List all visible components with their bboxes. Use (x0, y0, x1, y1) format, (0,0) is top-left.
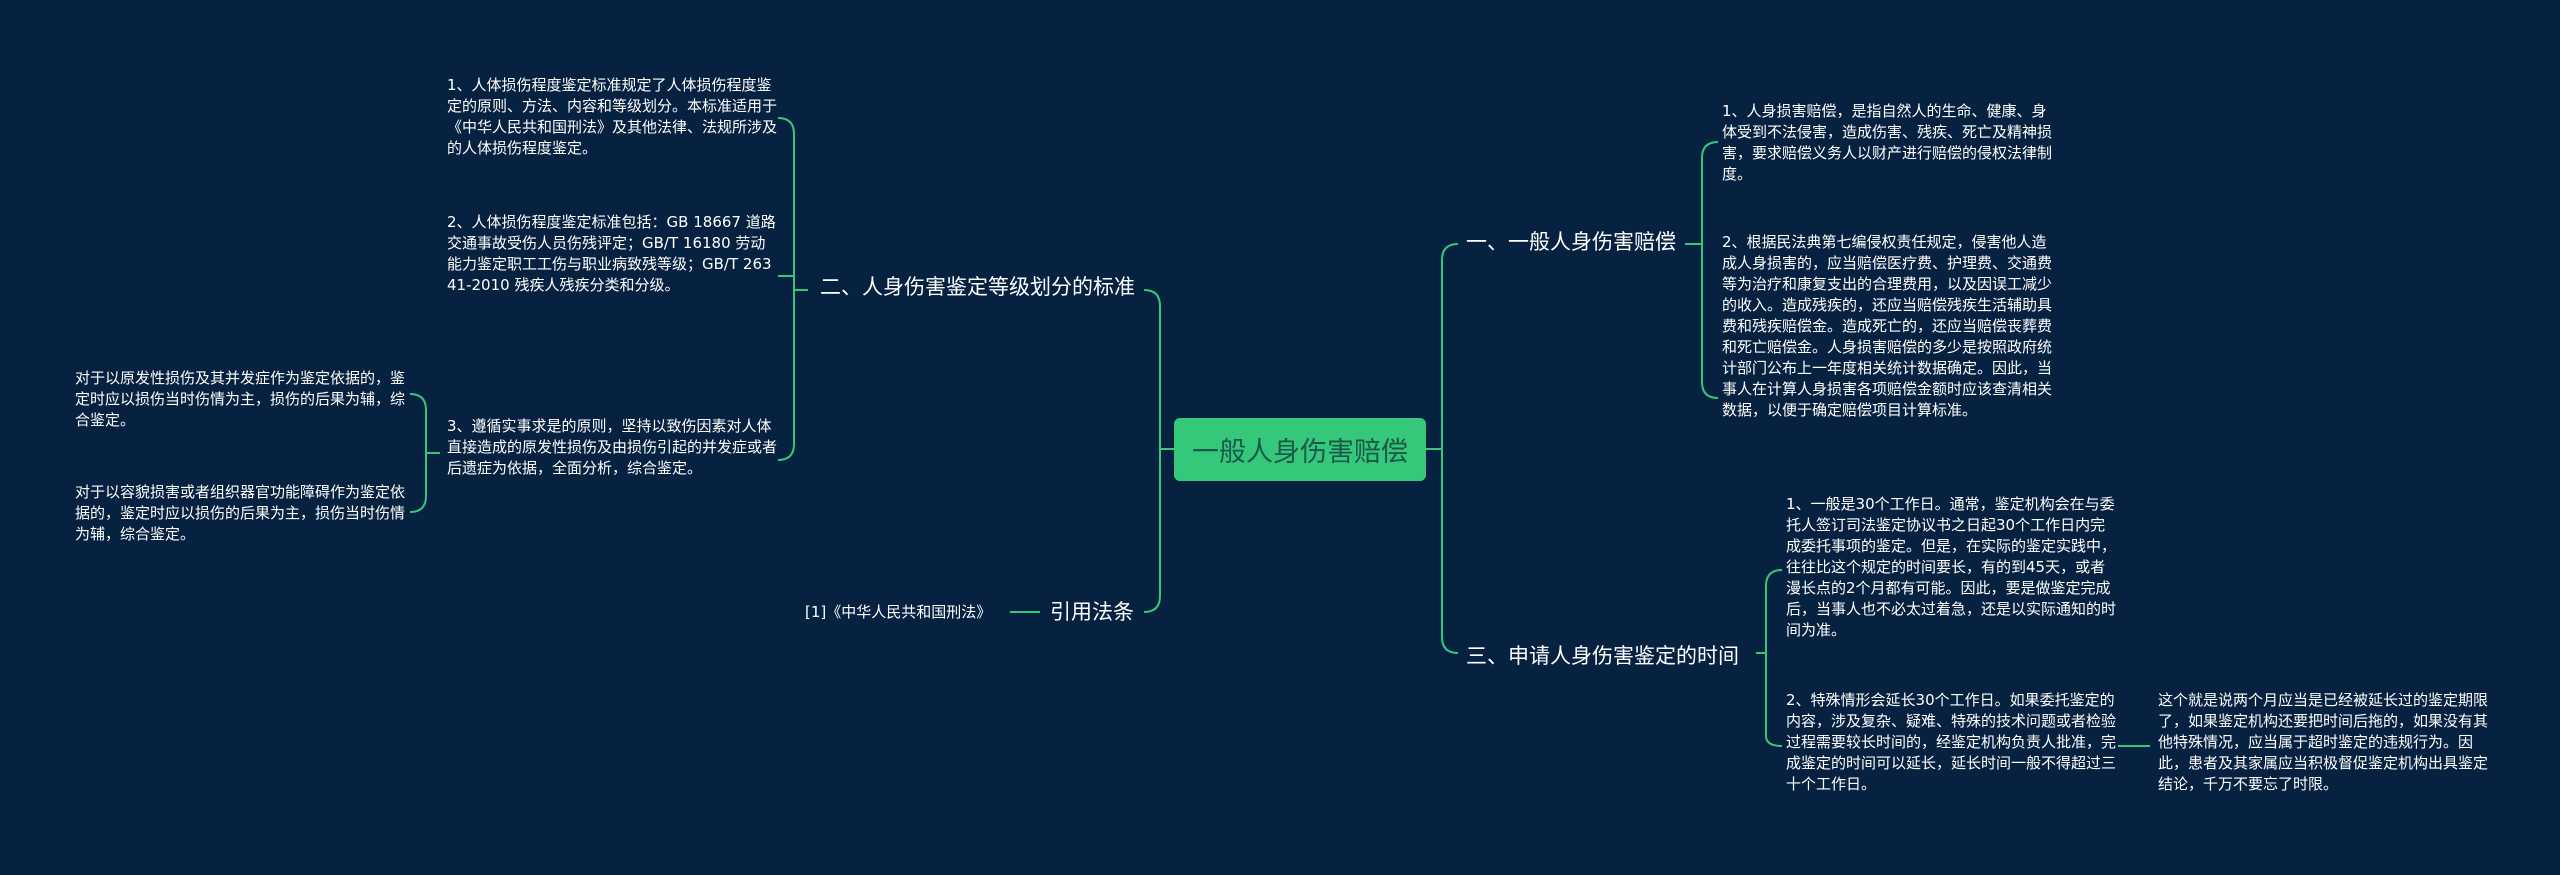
leaf-appearance-damage-basis: 对于以容貌损害或者组织器官功能障碍作为鉴定依据的，鉴定时应以损伤的后果为主，损伤… (75, 483, 406, 543)
leaf-30-working-days: 1、一般是30个工作日。通常，鉴定机构会在与委托人签订司法鉴定协议书之日起30个… (1786, 495, 2117, 639)
branch-injury-grading-standard[interactable]: 二、人身伤害鉴定等级划分的标准 (820, 275, 1135, 299)
leaf-standard-list: 2、人体损伤程度鉴定标准包括：GB 18667 道路交通事故受伤人员伤残评定；G… (447, 213, 776, 294)
leaf-standard-scope: 1、人体损伤程度鉴定标准规定了人体损伤程度鉴定的原则、方法、内容和等级划分。本标… (447, 76, 778, 157)
leaf-factual-principle: 3、遵循实事求是的原则，坚持以致伤因素对人体直接造成的原发性损伤及由损伤引起的并… (447, 417, 778, 477)
leaf-extension-30-days: 2、特殊情形会延长30个工作日。如果委托鉴定的内容，涉及复杂、疑难、特殊的技术问… (1786, 691, 2117, 793)
root-node[interactable]: 一般人身伤害赔偿 (1174, 418, 1426, 481)
leaf-primary-injury-basis: 对于以原发性损伤及其并发症作为鉴定依据的，鉴定时应以损伤当时伤情为主，损伤的后果… (75, 369, 406, 429)
branch-cited-law[interactable]: 引用法条 (1050, 600, 1134, 624)
leaf-overtime-note: 这个就是说两个月应当是已经被延长过的鉴定期限了，如果鉴定机构还要把时间后拖的，如… (2158, 691, 2489, 793)
branch-general-injury-compensation[interactable]: 一、一般人身伤害赔偿 (1466, 230, 1676, 254)
leaf-criminal-law-citation: [1]《中华人民共和国刑法》 (805, 603, 992, 621)
leaf-compensation-definition: 1、人身损害赔偿，是指自然人的生命、健康、身体受到不法侵害，造成伤害、残疾、死亡… (1722, 102, 2053, 183)
branch-appraisal-time[interactable]: 三、申请人身伤害鉴定的时间 (1466, 644, 1739, 668)
leaf-compensation-items: 2、根据民法典第七编侵权责任规定，侵害他人造成人身损害的，应当赔偿医疗费、护理费… (1722, 233, 2053, 419)
